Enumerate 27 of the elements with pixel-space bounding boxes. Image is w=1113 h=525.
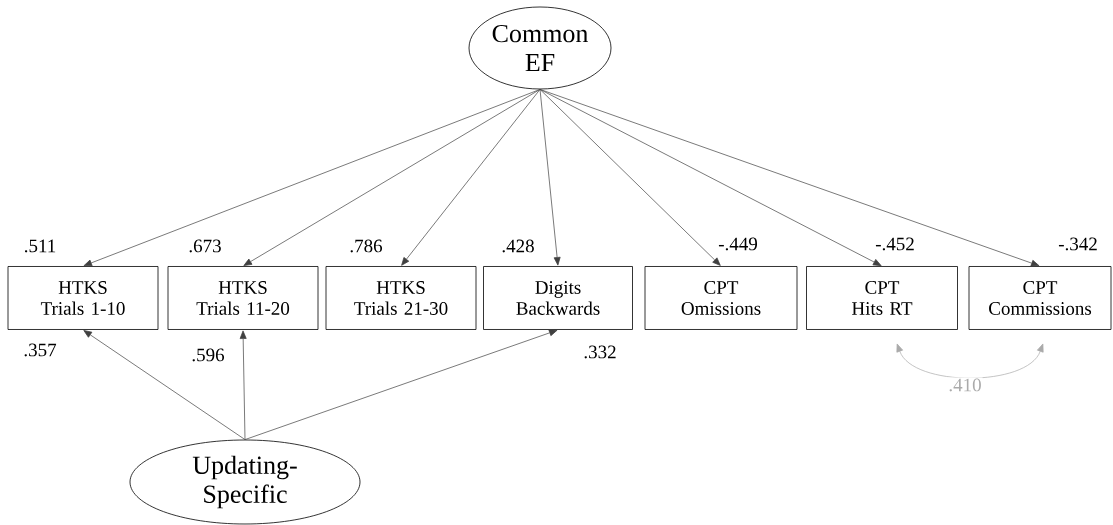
edge-label: .357 xyxy=(22,342,58,358)
edge-label: -.452 xyxy=(874,236,916,252)
edge-label: .673 xyxy=(187,238,223,254)
arrow xyxy=(243,89,541,266)
edge-label: .332 xyxy=(582,344,618,360)
edge-label: .511 xyxy=(22,238,58,254)
edge-label: .596 xyxy=(190,347,226,363)
indicator-box: CPT Hits RT xyxy=(806,266,958,330)
indicator-box: CPT Omissions xyxy=(644,266,798,330)
arrow xyxy=(539,89,721,266)
edge-label: .428 xyxy=(500,238,536,254)
arrow xyxy=(539,89,561,266)
arrow xyxy=(896,343,1044,379)
edge-label: .786 xyxy=(348,238,384,254)
indicator-box: HTKS Trials 1-10 xyxy=(7,266,159,330)
indicator-box: HTKS Trials 21-30 xyxy=(325,266,477,330)
arrow xyxy=(83,330,246,440)
arrow xyxy=(539,89,1040,267)
arrow xyxy=(83,89,541,267)
arrow xyxy=(239,330,247,440)
arrow xyxy=(244,329,558,440)
indicator-box: Digits Backwards xyxy=(483,266,633,330)
indicator-box: CPT Commissions xyxy=(968,266,1112,330)
edge-label: -.342 xyxy=(1057,236,1099,252)
arrow xyxy=(401,89,541,266)
edge-label: -.449 xyxy=(717,236,759,252)
indicator-box: HTKS Trials 11-20 xyxy=(167,266,319,330)
